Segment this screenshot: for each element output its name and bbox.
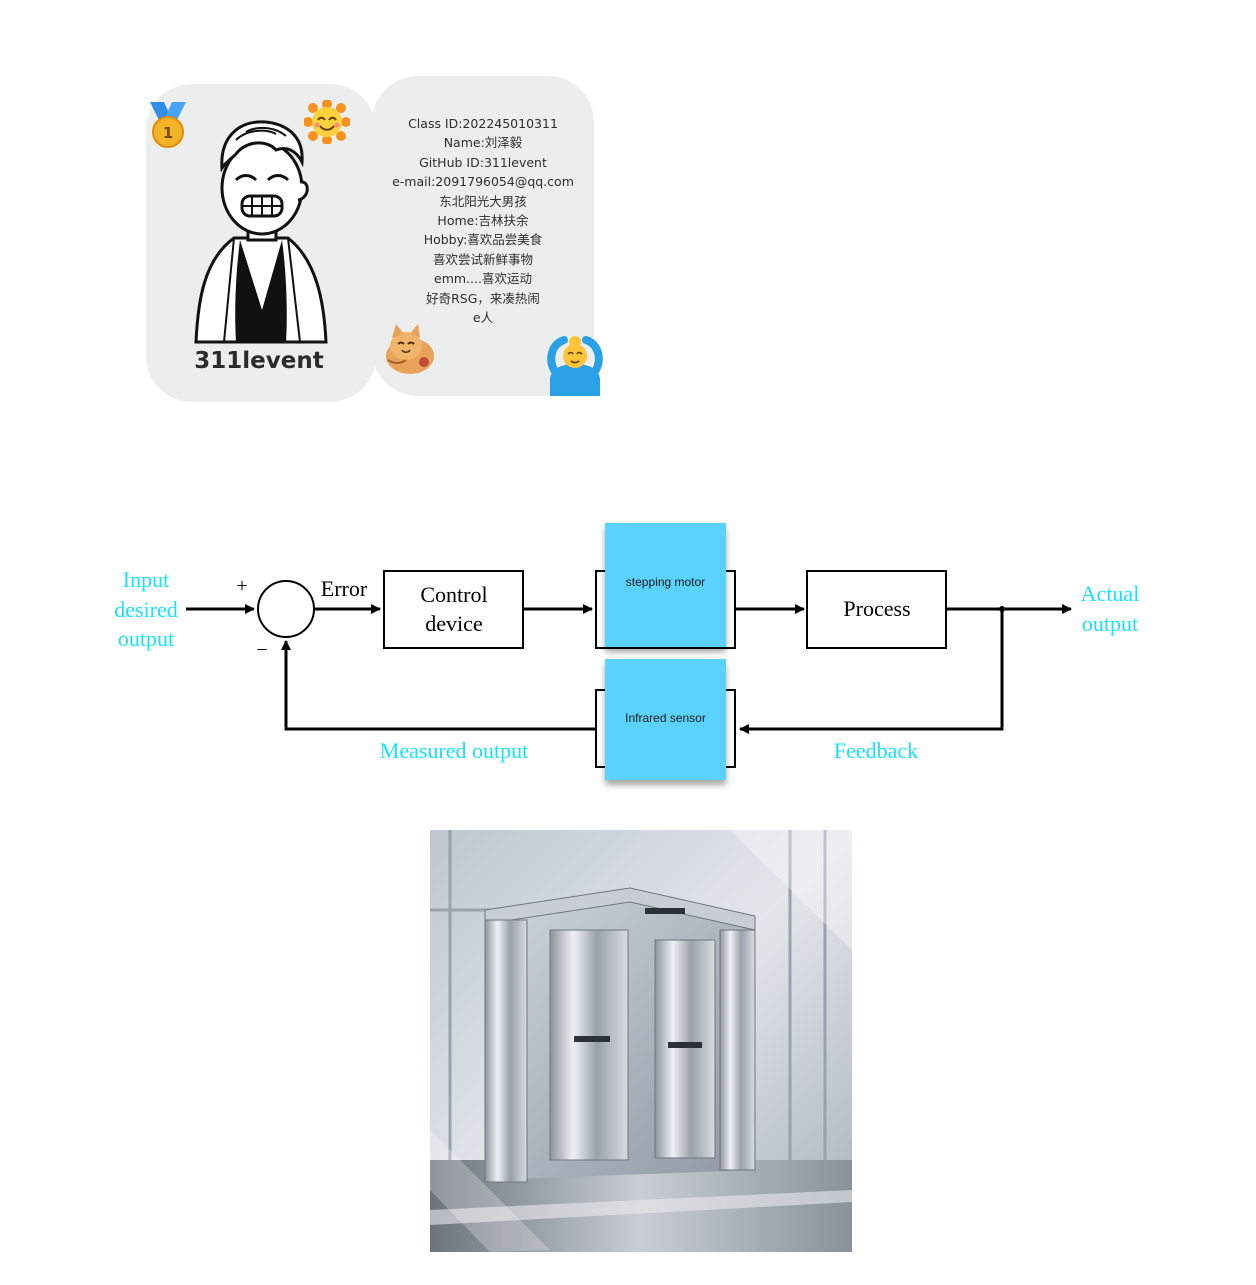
actuator-sticky-note: stepping motor — [605, 523, 726, 647]
medal-icon: 1 — [150, 102, 186, 148]
svg-text:1: 1 — [163, 124, 173, 142]
sensor-sticky-note: Infrared sensor — [605, 659, 726, 780]
plus-sign: + — [236, 575, 247, 597]
control-label-1: Control — [420, 582, 487, 607]
output-label-1: Actual — [1081, 581, 1140, 606]
info-name: Name:刘泽毅 — [443, 135, 523, 151]
measured-output-label: Measured output — [380, 738, 528, 763]
info-class-id: Class ID:202245010311 — [408, 116, 558, 131]
info-line-10: 好奇RSG，来凑热闹 — [426, 290, 540, 306]
input-label-1: Input — [123, 567, 169, 592]
person-gesturing-ok-icon — [547, 336, 603, 396]
info-github-id: GitHub ID:311levent — [419, 154, 547, 170]
info-home: Home:吉林扶余 — [437, 213, 529, 229]
avatar — [194, 120, 328, 344]
cat-icon — [386, 324, 434, 374]
error-label: Error — [321, 576, 368, 601]
username: 311levent — [194, 348, 324, 374]
actuator-note-text: stepping motor — [625, 575, 706, 589]
input-label-3: output — [118, 626, 174, 651]
info-line-8: 喜欢尝试新鲜事物 — [432, 251, 533, 267]
feedback-line — [739, 609, 1004, 734]
summing-junction — [257, 580, 315, 638]
info-hobby: Hobby:喜欢品尝美食 — [423, 232, 543, 248]
control-block-diagram: Input desired output + − Error Control d… — [114, 567, 1140, 768]
info-line-9: emm....喜欢运动 — [434, 271, 532, 287]
process-label: Process — [843, 596, 910, 621]
output-label-2: output — [1082, 611, 1138, 636]
profile-info: Class ID:202245010311 Name:刘泽毅 GitHub ID… — [378, 114, 588, 327]
sensor-note-text: Infrared sensor — [625, 711, 706, 725]
minus-sign: − — [256, 639, 267, 661]
info-line-11: e人 — [472, 310, 494, 326]
sun-icon — [304, 100, 350, 144]
control-label-2: device — [425, 611, 482, 636]
input-label-2: desired — [114, 597, 178, 622]
info-line-5: 东北阳光大男孩 — [439, 193, 527, 209]
revolving-door-photo — [430, 830, 852, 1252]
measured-output-line — [281, 640, 596, 731]
info-email: e-mail:2091796054@qq.com — [392, 174, 574, 190]
feedback-label: Feedback — [834, 738, 918, 763]
